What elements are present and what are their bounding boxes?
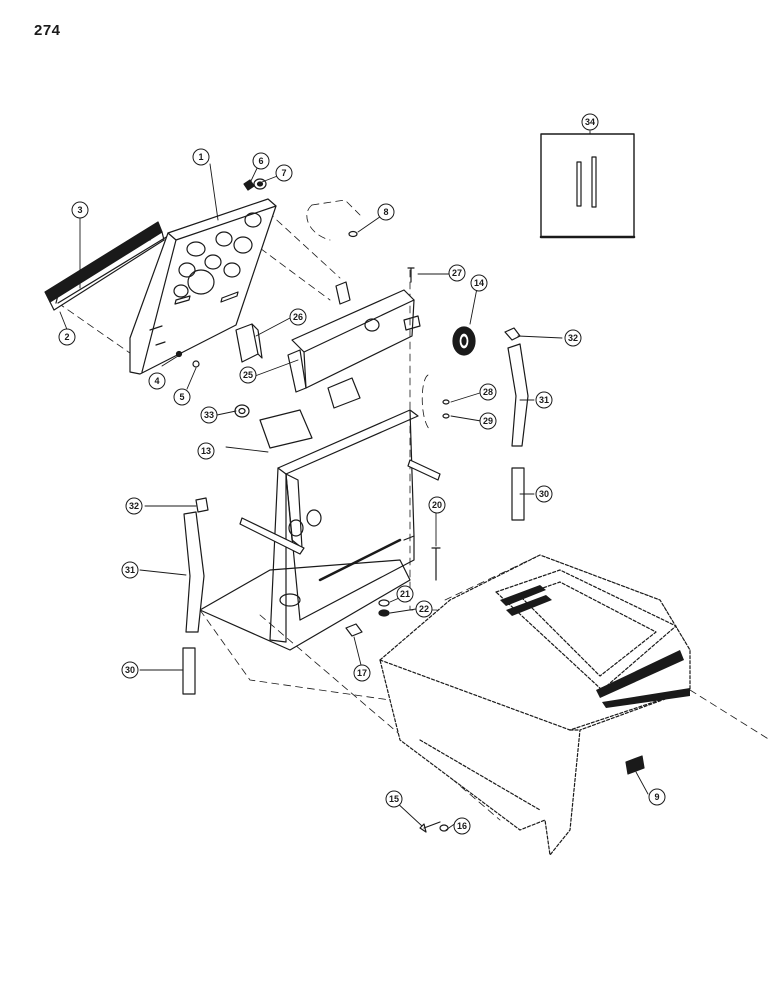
callout-label: 5 bbox=[179, 392, 184, 402]
callout-label: 1 bbox=[198, 152, 203, 162]
page-number: 274 bbox=[34, 22, 61, 39]
callout-label: 17 bbox=[357, 668, 367, 678]
console-frame-part bbox=[199, 377, 441, 651]
callout-label: 13 bbox=[201, 446, 211, 456]
right-trim-parts bbox=[504, 327, 529, 521]
bracket-strip-part bbox=[57, 235, 169, 304]
callout-label: 2 bbox=[64, 332, 69, 342]
spacer-block-part bbox=[235, 323, 263, 363]
callout-bubbles bbox=[58, 113, 666, 835]
left-trim-parts bbox=[182, 497, 209, 695]
callout-label: 6 bbox=[258, 156, 263, 166]
bolt-part-20 bbox=[431, 547, 441, 581]
callout-labels: 1 2 3 4 5 6 7 8 9 13 14 15 16 17 20 21 2… bbox=[64, 117, 659, 831]
callout-label: 15 bbox=[389, 794, 399, 804]
callout-label: 22 bbox=[419, 604, 429, 614]
pin-part bbox=[348, 230, 358, 238]
callout-label: 30 bbox=[125, 665, 135, 675]
callout-label: 25 bbox=[243, 370, 253, 380]
callout-label: 21 bbox=[400, 589, 410, 599]
decal-panel-part bbox=[539, 133, 636, 239]
washer-parts-21-22 bbox=[378, 599, 390, 617]
callout-label: 32 bbox=[568, 333, 578, 343]
callout-label: 9 bbox=[654, 792, 659, 802]
callout-label: 27 bbox=[452, 268, 462, 278]
callout-label: 14 bbox=[474, 278, 484, 288]
callout-label: 16 bbox=[457, 821, 467, 831]
instrument-panel-part bbox=[129, 198, 277, 375]
callout-label: 32 bbox=[129, 501, 139, 511]
callout-label: 4 bbox=[154, 376, 159, 386]
callout-label: 31 bbox=[539, 395, 549, 405]
bushing-part-33 bbox=[234, 404, 250, 418]
callout-label: 28 bbox=[483, 387, 493, 397]
nut-part-17 bbox=[345, 623, 363, 637]
callout-label: 3 bbox=[77, 205, 82, 215]
callout-label: 30 bbox=[539, 489, 549, 499]
callout-label: 26 bbox=[293, 312, 303, 322]
callout-label: 8 bbox=[383, 207, 388, 217]
grommet-part bbox=[452, 326, 476, 356]
callout-label: 20 bbox=[432, 500, 442, 510]
callout-label: 7 bbox=[281, 168, 286, 178]
bolt-part-27 bbox=[407, 267, 415, 283]
callout-label: 33 bbox=[204, 410, 214, 420]
callout-label: 29 bbox=[483, 416, 493, 426]
washer-parts-28-29 bbox=[442, 399, 450, 419]
dash-support-part bbox=[287, 281, 421, 393]
callout-label: 31 bbox=[125, 565, 135, 575]
panel-hardware bbox=[175, 178, 267, 368]
callout-label: 34 bbox=[585, 117, 595, 127]
hood-shading bbox=[500, 585, 690, 708]
